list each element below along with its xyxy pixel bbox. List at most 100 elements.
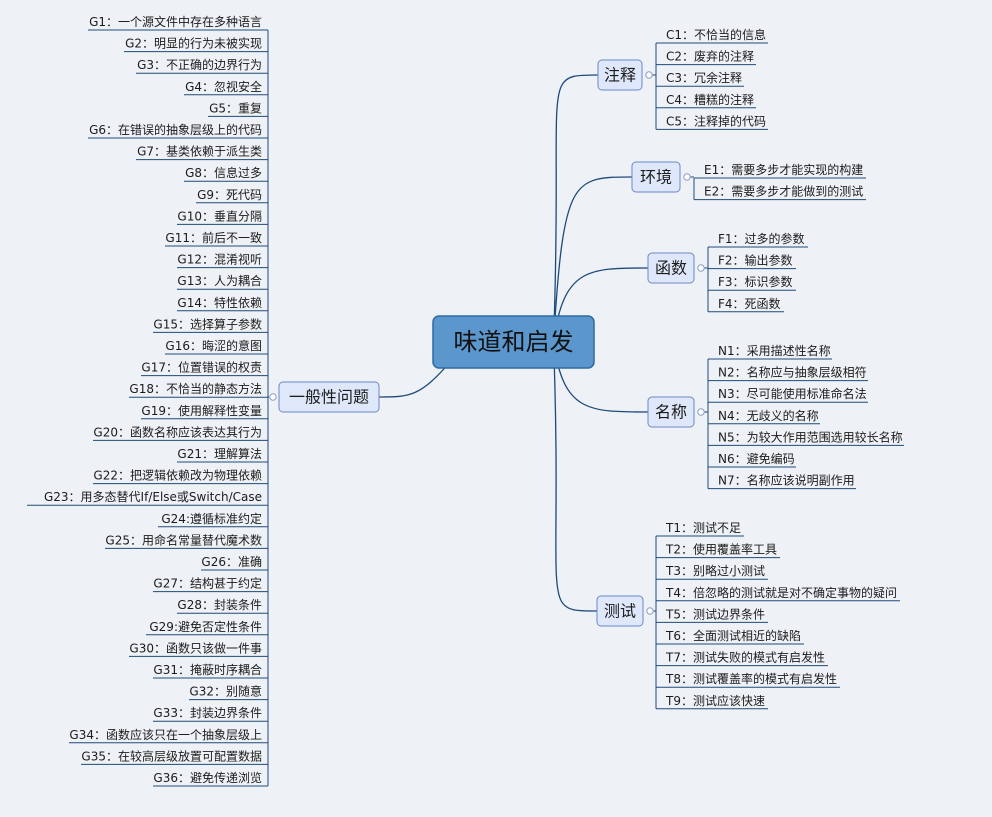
leaf-environment-2[interactable]: E2：需要多步才能做到的测试 <box>694 184 866 201</box>
leaf-tests-8[interactable]: T8：测试覆盖率的模式有启发性 <box>656 671 840 688</box>
leaf-label: N3：尽可能使用标准命名法 <box>718 386 867 401</box>
branch-environment[interactable]: 环境 <box>631 161 691 193</box>
leaf-general-33[interactable]: G33：封装边界条件 <box>153 706 268 722</box>
branch-general[interactable]: 一般性问题 <box>269 381 380 413</box>
leaf-comments-4[interactable]: C4：糟糕的注释 <box>656 92 756 109</box>
central-topic-box <box>432 315 595 369</box>
leaf-tests-4[interactable]: T4：倍忽略的测试就是对不确定事物的疑问 <box>656 585 900 602</box>
leaf-general-7[interactable]: G7：基类依赖于派生类 <box>136 144 268 161</box>
leaf-general-5[interactable]: G5：重复 <box>208 101 268 117</box>
leaf-comments-5[interactable]: C5：注释掉的代码 <box>656 113 768 130</box>
leaf-general-3[interactable]: G3：不正确的边界行为 <box>136 57 268 74</box>
leaf-label: T9：测试应该快速 <box>665 693 765 708</box>
central-topic-label: 味道和启发 <box>454 328 574 356</box>
leaf-label: G6：在错误的抽象层级上的代码 <box>89 122 262 137</box>
leaf-names-7[interactable]: N7：名称应该说明副作用 <box>708 473 856 490</box>
leaf-general-23[interactable]: G23：用多态替代If/Else或Switch/Case <box>27 490 268 506</box>
collapse-toggle-icon[interactable] <box>697 408 705 416</box>
leaf-functions-1[interactable]: F1：过多的参数 <box>708 231 808 248</box>
leaf-names-1[interactable]: N1：采用描述性名称 <box>708 343 832 360</box>
leaf-general-10[interactable]: G10：垂直分隔 <box>177 209 268 225</box>
leaf-general-27[interactable]: G27：结构甚于约定 <box>153 576 268 593</box>
leaf-general-17[interactable]: G17：位置错误的权责 <box>141 360 268 377</box>
leaf-general-34[interactable]: G34：函数应该只在一个抽象层级上 <box>69 727 268 744</box>
leaf-general-14[interactable]: G14：特性依赖 <box>177 295 268 312</box>
leaf-general-20[interactable]: G20：函数名称应该表达其行为 <box>93 424 268 441</box>
leaf-general-35[interactable]: G35：在较高层级放置可配置数据 <box>81 748 268 765</box>
leaf-label: F2：输出参数 <box>718 253 793 268</box>
leaf-tests-9[interactable]: T9：测试应该快速 <box>656 693 768 710</box>
leaf-label: G3：不正确的边界行为 <box>137 57 262 72</box>
leaf-label: G16：晦涩的意图 <box>165 338 262 353</box>
leaf-label: T8：测试覆盖率的模式有启发性 <box>665 671 837 686</box>
collapse-toggle-icon[interactable] <box>697 264 705 272</box>
leaf-label: G7：基类依赖于派生类 <box>137 144 262 159</box>
leaf-tests-2[interactable]: T2：使用覆盖率工具 <box>656 542 780 559</box>
leaf-names-2[interactable]: N2：名称应与抽象层级相符 <box>708 365 868 382</box>
branch-comments[interactable]: 注释 <box>597 59 653 91</box>
leaf-label: G21：理解算法 <box>177 446 262 461</box>
branch-tests[interactable]: 测试 <box>596 595 654 627</box>
central-topic[interactable]: 味道和启发 <box>432 315 595 369</box>
leaf-label: T3：别略过小测试 <box>665 563 765 578</box>
leaf-general-18[interactable]: G18：不恰当的静态方法 <box>129 381 268 398</box>
leaf-tests-3[interactable]: T3：别略过小测试 <box>656 563 768 580</box>
leaf-label: G29:避免否定性条件 <box>149 619 262 634</box>
leaf-general-19[interactable]: G19：使用解释性变量 <box>141 403 268 420</box>
leaf-general-12[interactable]: G12：混淆视听 <box>177 252 268 269</box>
leaf-label: T4：倍忽略的测试就是对不确定事物的疑问 <box>665 585 897 600</box>
leaf-names-6[interactable]: N6：避免编码 <box>708 451 796 468</box>
leaf-general-16[interactable]: G16：晦涩的意图 <box>165 338 268 355</box>
leaf-label: G9：死代码 <box>197 188 262 202</box>
leaf-general-2[interactable]: G2：明显的行为未被实现 <box>124 36 268 53</box>
leaf-general-15[interactable]: G15：选择算子参数 <box>153 316 268 333</box>
leaf-general-31[interactable]: G31：掩蔽时序耦合 <box>153 662 268 679</box>
leaf-general-9[interactable]: G9：死代码 <box>196 188 268 204</box>
leaf-general-24[interactable]: G24:遵循标准约定 <box>158 511 268 528</box>
leaf-environment-1[interactable]: E1：需要多步才能实现的构建 <box>694 162 866 179</box>
collapse-toggle-icon[interactable] <box>646 607 654 615</box>
leaf-label: G27：结构甚于约定 <box>153 576 262 591</box>
leaf-label: T2：使用覆盖率工具 <box>665 542 777 557</box>
leaf-general-30[interactable]: G30：函数只该做一件事 <box>129 640 268 657</box>
leaf-general-25[interactable]: G25：用命名常量替代魔术数 <box>105 532 268 549</box>
branch-box <box>596 595 644 627</box>
connector-tests <box>552 341 598 612</box>
leaf-label: G19：使用解释性变量 <box>141 403 262 418</box>
leaf-general-28[interactable]: G28：封装条件 <box>177 598 268 614</box>
leaf-tests-6[interactable]: T6：全面测试相近的缺陷 <box>656 628 804 645</box>
leaf-general-1[interactable]: G1：一个源文件中存在多种语言 <box>88 14 268 31</box>
leaf-label: C3：冗余注释 <box>666 70 742 85</box>
leaf-general-26[interactable]: G26：准确 <box>201 555 268 571</box>
collapse-toggle-icon[interactable] <box>683 173 691 181</box>
leaf-names-5[interactable]: N5：为较大作用范围选用较长名称 <box>708 429 904 446</box>
leaf-general-13[interactable]: G13：人为耦合 <box>177 273 268 290</box>
leaf-general-6[interactable]: G6：在错误的抽象层级上的代码 <box>88 122 268 139</box>
leaf-label: C4：糟糕的注释 <box>666 92 754 107</box>
leaf-comments-1[interactable]: C1：不恰当的信息 <box>656 27 768 44</box>
leaf-general-8[interactable]: G8：信息过多 <box>184 165 268 182</box>
leaf-general-32[interactable]: G32：别随意 <box>189 684 268 701</box>
leaf-comments-3[interactable]: C3：冗余注释 <box>656 70 744 87</box>
leaf-functions-2[interactable]: F2：输出参数 <box>708 253 796 270</box>
leaf-functions-3[interactable]: F3：标识参数 <box>708 274 796 291</box>
branch-names[interactable]: 名称 <box>647 396 705 428</box>
leaf-general-36[interactable]: G36：避免传递浏览 <box>153 770 268 787</box>
leaf-names-3[interactable]: N3：尽可能使用标准命名法 <box>708 386 868 403</box>
leaf-general-4[interactable]: G4：忽视安全 <box>184 79 268 96</box>
leaf-general-29[interactable]: G29:避免否定性条件 <box>146 619 268 636</box>
leaf-functions-4[interactable]: F4：死函数 <box>708 296 784 313</box>
leaf-general-21[interactable]: G21：理解算法 <box>177 446 268 463</box>
leaf-tests-1[interactable]: T1：测试不足 <box>656 520 744 537</box>
collapse-toggle-icon[interactable] <box>645 71 653 79</box>
leaf-comments-2[interactable]: C2：废弃的注释 <box>656 49 756 66</box>
leaf-nodes: C1：不恰当的信息 C2：废弃的注释 C3：冗余注释 C4：糟糕的注释 C5：注释掉的代… <box>27 14 904 787</box>
leaf-general-22[interactable]: G22：把逻辑依赖改为物理依赖 <box>93 468 268 485</box>
leaf-names-4[interactable]: N4：无歧义的名称 <box>708 408 820 425</box>
leaf-general-11[interactable]: G11：前后不一致 <box>165 230 268 247</box>
leaf-tests-7[interactable]: T7：测试失败的模式有启发性 <box>656 650 828 667</box>
leaf-tests-5[interactable]: T5：测试边界条件 <box>656 606 768 623</box>
collapse-toggle-icon[interactable] <box>269 393 277 401</box>
leaf-label: F4：死函数 <box>718 296 781 311</box>
branch-functions[interactable]: 函数 <box>647 252 705 284</box>
